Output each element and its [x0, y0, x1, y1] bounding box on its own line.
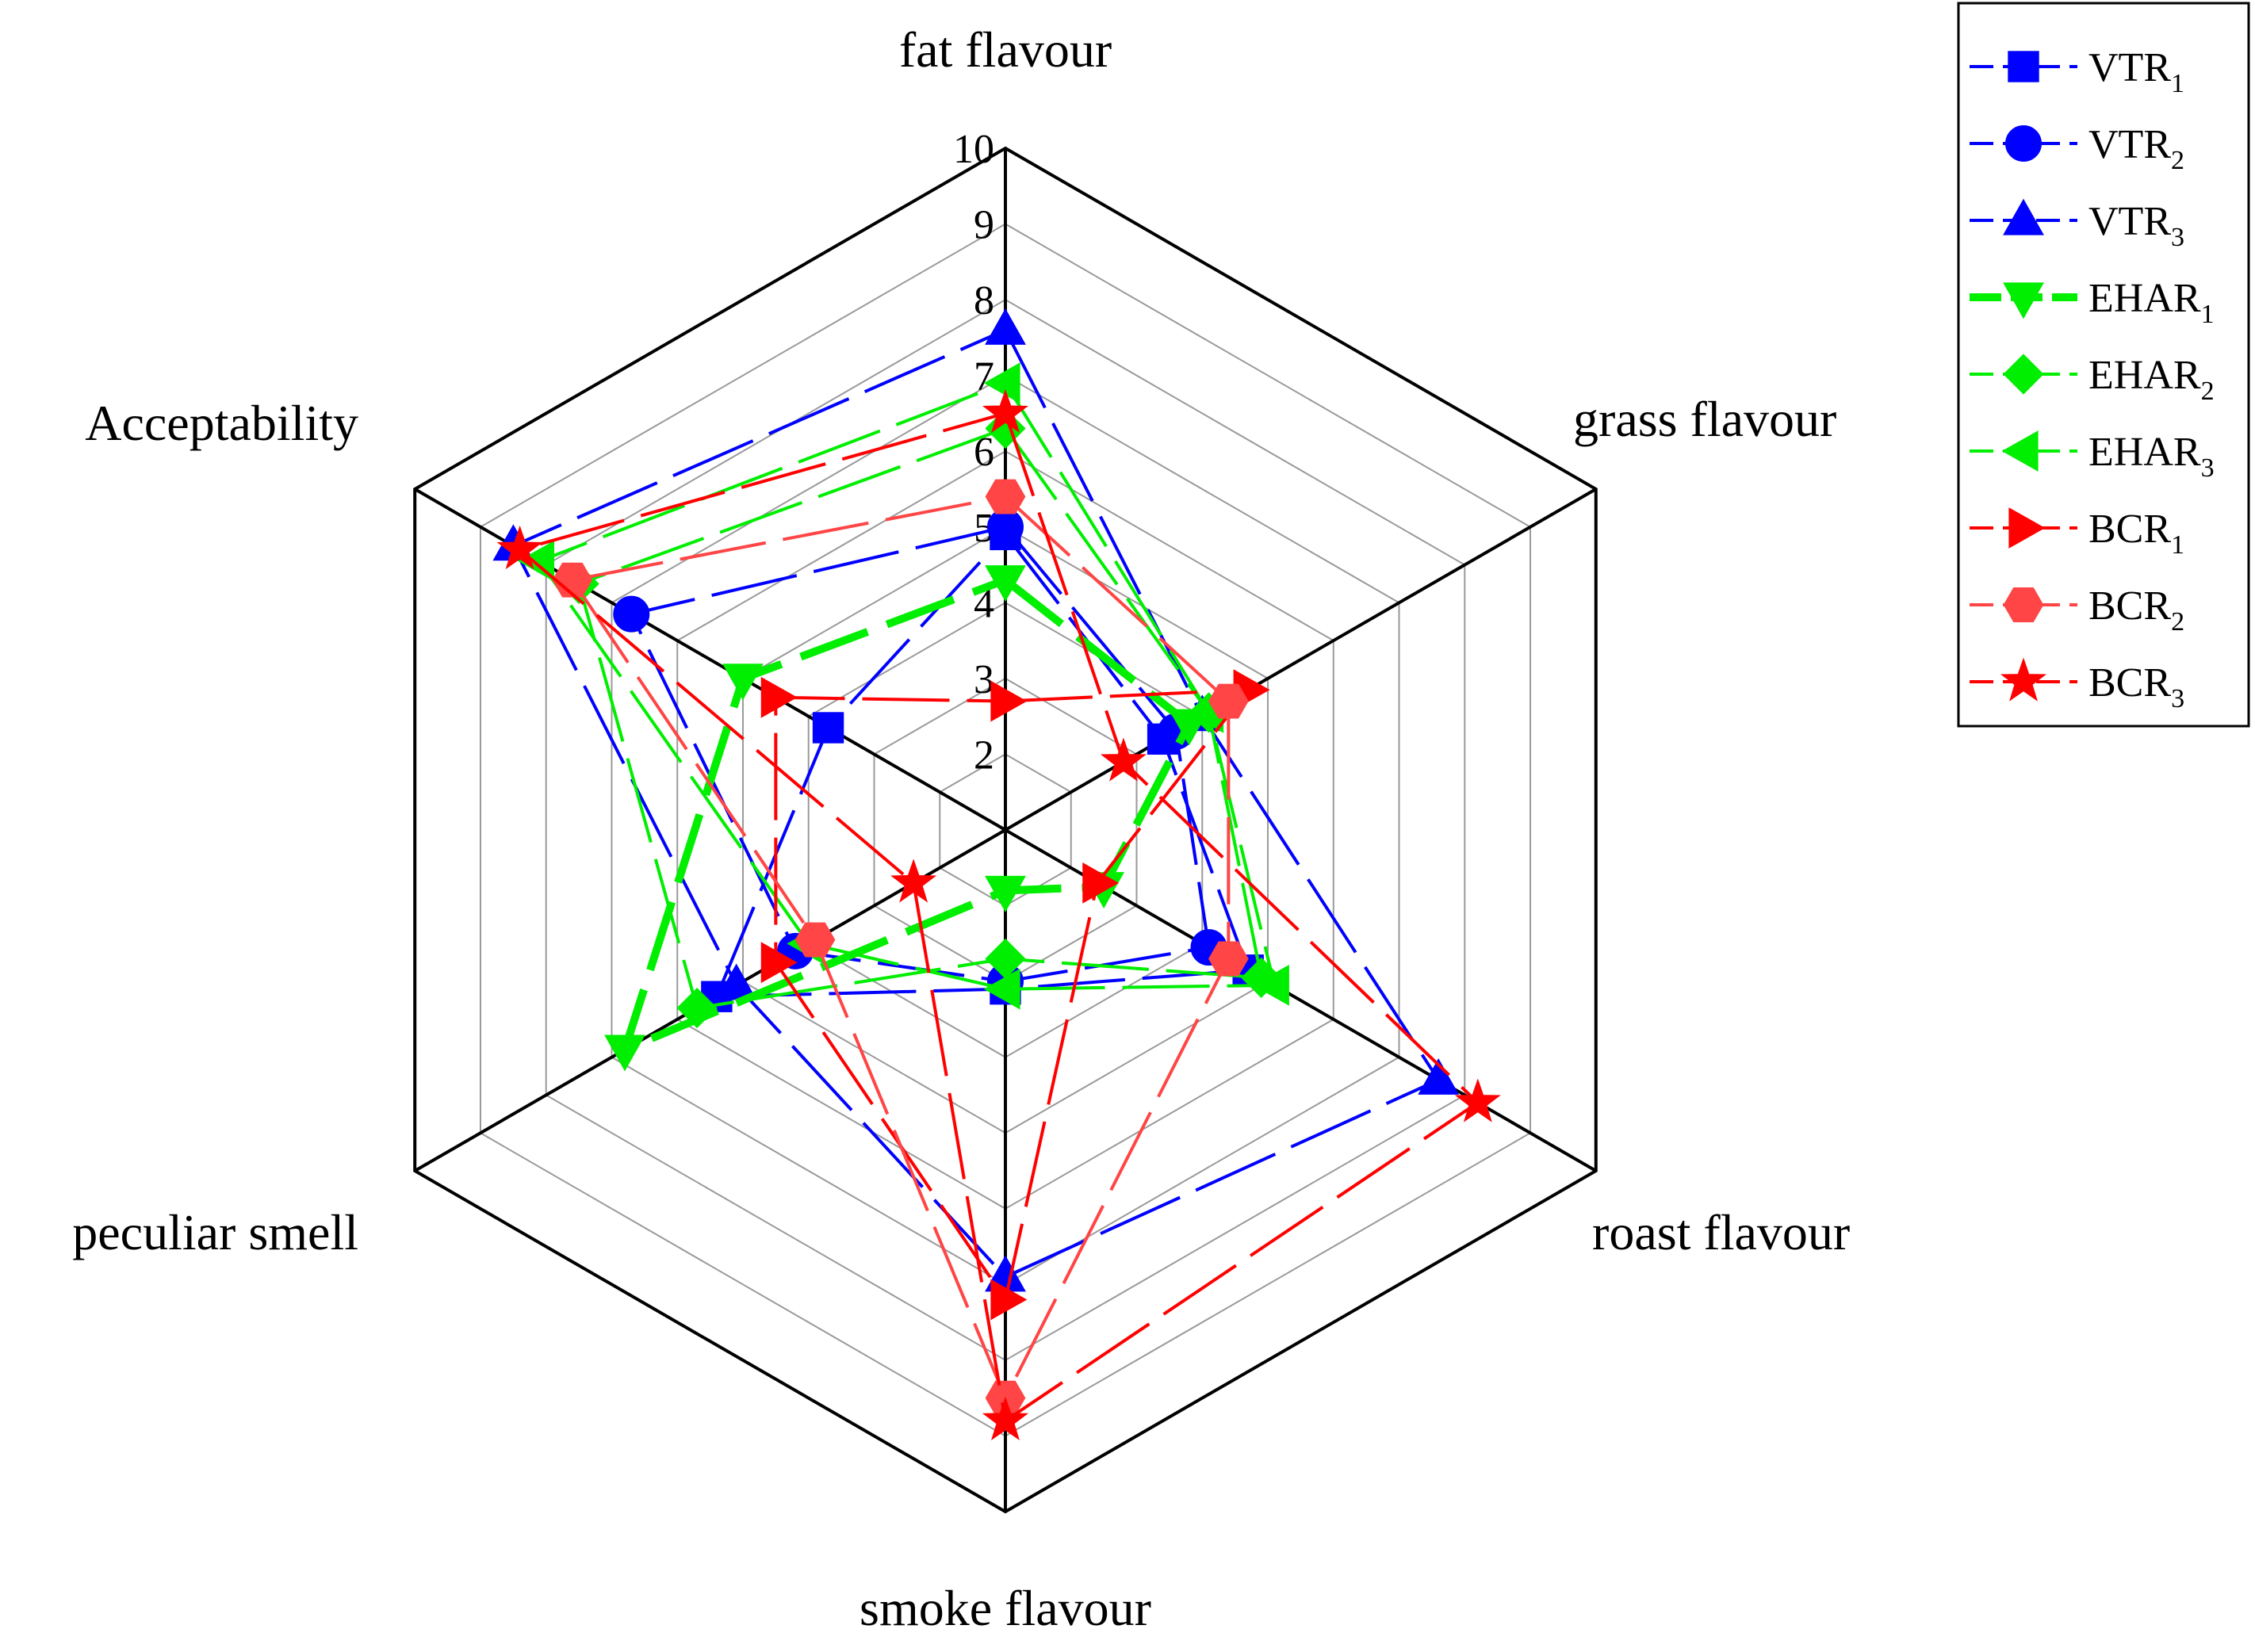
data-point — [722, 663, 764, 701]
tick-label: 10 — [953, 127, 994, 172]
data-point — [990, 680, 1028, 722]
axis-label-1: fat flavour — [899, 21, 1112, 78]
legend-label: BCR3 — [2088, 660, 2184, 713]
data-point — [1100, 737, 1147, 782]
legend-marker — [2008, 51, 2039, 82]
data-point — [496, 525, 543, 570]
legend-label: BCR1 — [2088, 507, 2184, 560]
data-point — [990, 1279, 1028, 1321]
data-point — [985, 308, 1026, 345]
axis-spoke-2 — [1005, 488, 1597, 832]
data-point — [1208, 941, 1249, 977]
legend-label: BCR2 — [2088, 583, 2184, 637]
data-point — [985, 565, 1026, 602]
legend-label: EHAR3 — [2088, 430, 2215, 483]
legend-entry: BCR3 — [1970, 657, 2184, 713]
axis-label-4: smoke flavour — [860, 1580, 1151, 1636]
legend-marker — [2003, 587, 2044, 622]
data-point — [1454, 1078, 1501, 1122]
series-line — [618, 575, 1195, 1057]
legend-label: EHAR1 — [2088, 276, 2215, 329]
series-line — [569, 495, 1231, 1402]
data-point — [1241, 957, 1282, 998]
legend-entry: EHAR2 — [1970, 353, 2215, 406]
legend-marker — [2000, 657, 2047, 702]
legend-entry: EHAR3 — [1970, 430, 2215, 483]
data-point — [983, 968, 1020, 1010]
series-bcr1 — [760, 669, 1270, 1321]
legend-marker — [2005, 125, 2042, 162]
data-point — [890, 859, 937, 903]
legend-marker — [2003, 354, 2044, 395]
legend-marker — [2008, 507, 2046, 549]
data-point — [987, 508, 1024, 545]
data-point — [676, 987, 718, 1029]
legend-label: VTR3 — [2088, 199, 2184, 252]
data-point — [985, 875, 1026, 912]
data-point — [812, 712, 844, 744]
legend-entry: BCR1 — [1970, 507, 2184, 560]
legend-entry: VTR1 — [1970, 45, 2184, 98]
legend-entry: BCR2 — [1970, 583, 2184, 637]
tick-label: 9 — [974, 203, 994, 248]
data-point — [982, 388, 1029, 434]
legend-label: EHAR2 — [2088, 353, 2215, 406]
data-point — [760, 676, 798, 718]
legend-entry: VTR2 — [1970, 122, 2184, 175]
series-ehar3 — [518, 362, 1289, 1010]
data-point — [613, 595, 650, 633]
data-point — [1082, 862, 1120, 904]
legend-label: VTR2 — [2088, 122, 2184, 175]
data-point — [794, 922, 836, 958]
data-series — [492, 308, 1501, 1441]
legend-marker — [2003, 282, 2044, 319]
axis-labels: fat flavour grass flavour roast flavour smo… — [72, 21, 1850, 1636]
data-point — [1418, 1057, 1460, 1095]
legend-marker — [2003, 198, 2044, 235]
legend-entry: EHAR1 — [1970, 276, 2215, 329]
legend-marker — [2001, 430, 2039, 472]
data-point — [983, 362, 1020, 404]
series-bcr3 — [496, 388, 1501, 1441]
data-point — [604, 1034, 645, 1072]
axis-label-3: roast flavour — [1592, 1204, 1850, 1260]
data-point — [1252, 964, 1289, 1006]
tick-label: 2 — [974, 732, 994, 778]
axis-label-6: Acceptability — [85, 395, 358, 451]
data-point — [760, 942, 798, 984]
axis-label-2: grass flavour — [1573, 391, 1836, 447]
data-point — [982, 1396, 1029, 1441]
axis-label-5: peculiar smell — [72, 1204, 358, 1260]
tick-label: 7 — [974, 354, 994, 400]
series-line — [537, 380, 1277, 991]
tick-label: 8 — [974, 278, 994, 323]
data-point — [1208, 683, 1249, 719]
data-point — [985, 479, 1026, 514]
legend-entry: VTR3 — [1970, 198, 2184, 252]
legend-label: VTR1 — [2088, 45, 2184, 98]
data-point — [552, 562, 593, 598]
